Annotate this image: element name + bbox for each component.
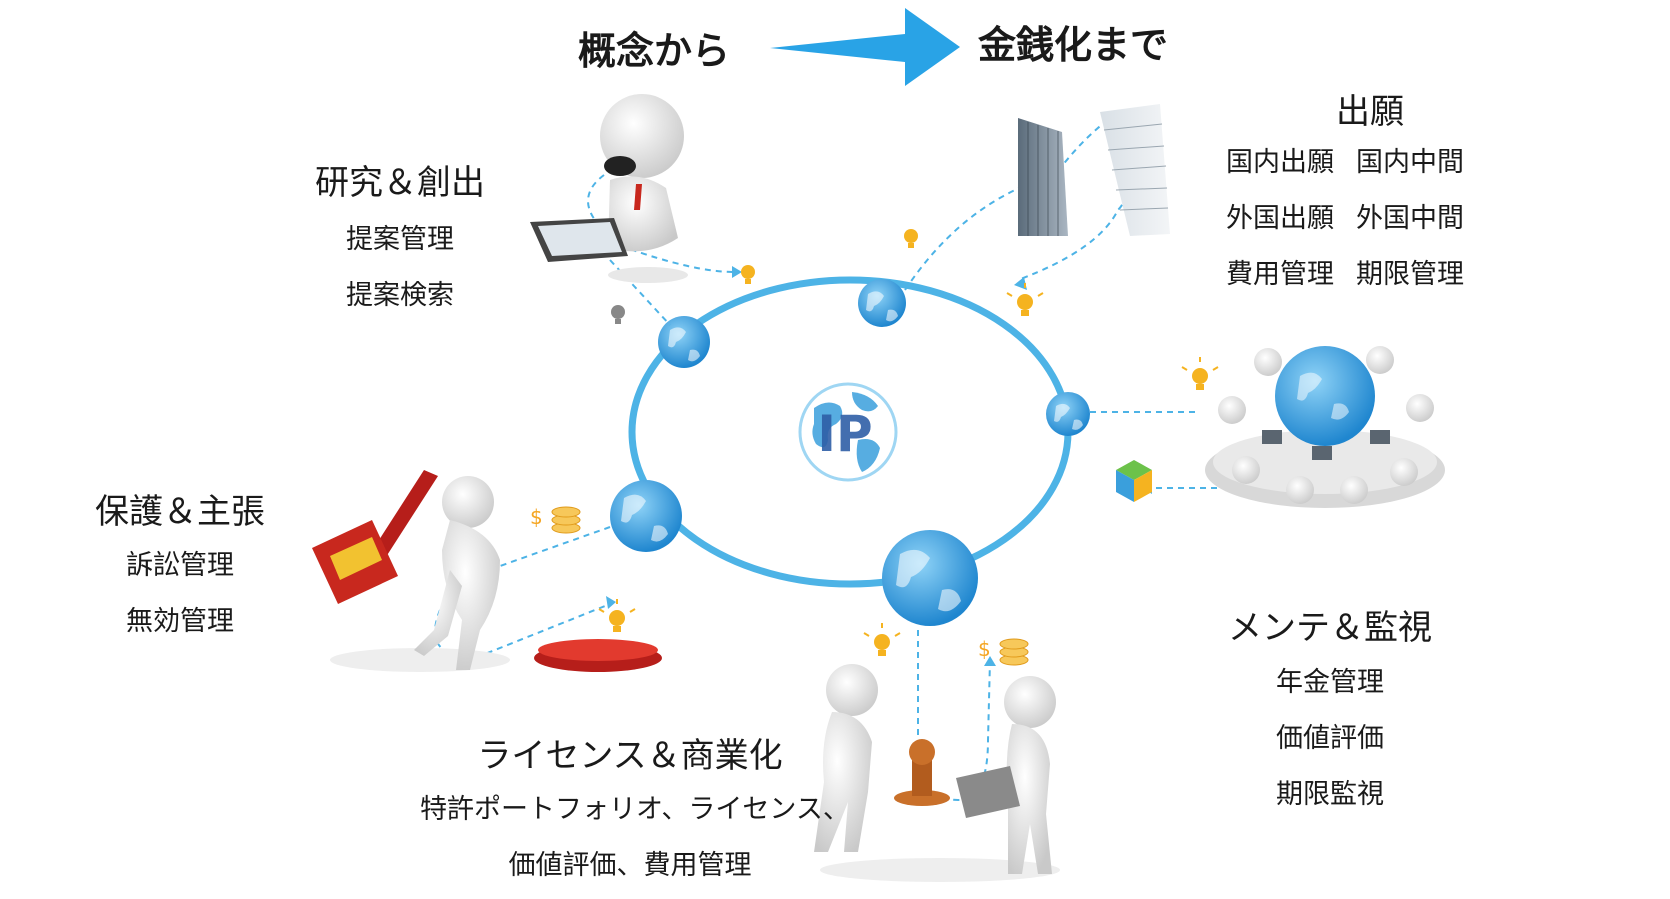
research-item: 提案管理 xyxy=(346,224,454,255)
filing-item: 期限管理 xyxy=(1356,259,1464,290)
maintenance-item: 期限監視 xyxy=(1276,779,1384,810)
filing-items: 国内出願 国内中間 外国出願 外国中間 費用管理 期限管理 xyxy=(1226,135,1526,303)
licensing-item: 価値評価、費用管理 xyxy=(508,850,752,881)
flow-arrow-icon xyxy=(770,8,960,86)
lightbulb-icon xyxy=(741,265,755,284)
protection-items: 訴訟管理 無効管理 xyxy=(80,538,280,650)
research-items: 提案管理 提案検索 xyxy=(300,212,500,324)
dollar-coins-icon: $ xyxy=(978,637,1029,666)
ip-center-label: IP xyxy=(817,405,872,463)
research-title: 研究＆創出 xyxy=(315,163,485,203)
ring-globe-icon xyxy=(610,480,682,552)
maintenance-item: 年金管理 xyxy=(1276,667,1384,698)
maintenance-item: 価値評価 xyxy=(1276,723,1384,754)
ring-globe-icon xyxy=(858,279,906,327)
protection-item: 訴訟管理 xyxy=(126,550,234,581)
lightbulb-icon xyxy=(904,229,918,248)
ring-globe-icon xyxy=(882,530,978,626)
researcher-figure xyxy=(530,94,688,283)
lightbulb-icon xyxy=(1181,357,1219,390)
filing-item: 外国出願 xyxy=(1226,203,1334,234)
filing-item: 国内中間 xyxy=(1356,147,1464,178)
research-item: 提案検索 xyxy=(346,280,454,311)
lightbulb-icon xyxy=(598,599,636,632)
licensing-items: 特許ポートフォリオ、ライセンス、 価値評価、費用管理 xyxy=(420,782,850,894)
filing-title: 出願 xyxy=(1336,92,1404,132)
cube-icon xyxy=(1116,460,1152,502)
gavel-figure xyxy=(312,470,662,672)
stamp-figures xyxy=(814,664,1060,882)
buildings-image xyxy=(1018,104,1170,236)
licensing-item: 特許ポートフォリオ、ライセンス、 xyxy=(420,794,850,825)
licensing-title: ライセンス＆商業化 xyxy=(477,736,783,776)
svg-text:$: $ xyxy=(530,505,543,529)
ip-center-globe-icon xyxy=(798,382,898,482)
ring-globe-icon xyxy=(658,316,710,368)
maintenance-items: 年金管理 価値評価 期限監視 xyxy=(1230,655,1430,823)
lightbulb-icon xyxy=(863,623,901,656)
protection-item: 無効管理 xyxy=(126,606,234,637)
maintenance-title: メンテ＆監視 xyxy=(1228,608,1432,648)
to-label: 金銭化まで xyxy=(978,23,1169,67)
lightbulb-icon xyxy=(611,305,625,324)
filing-item: 国内出願 xyxy=(1226,147,1334,178)
dollar-coins-icon: $ xyxy=(530,505,581,534)
ring-globe-icon xyxy=(1046,392,1090,436)
svg-text:$: $ xyxy=(978,637,991,661)
lightbulb-icon xyxy=(1006,283,1044,316)
filing-item: 費用管理 xyxy=(1226,259,1334,290)
filing-item: 外国中間 xyxy=(1356,203,1464,234)
protection-title: 保護＆主張 xyxy=(95,492,265,532)
from-label: 概念から xyxy=(578,29,731,73)
meeting-table-image xyxy=(1205,346,1445,508)
